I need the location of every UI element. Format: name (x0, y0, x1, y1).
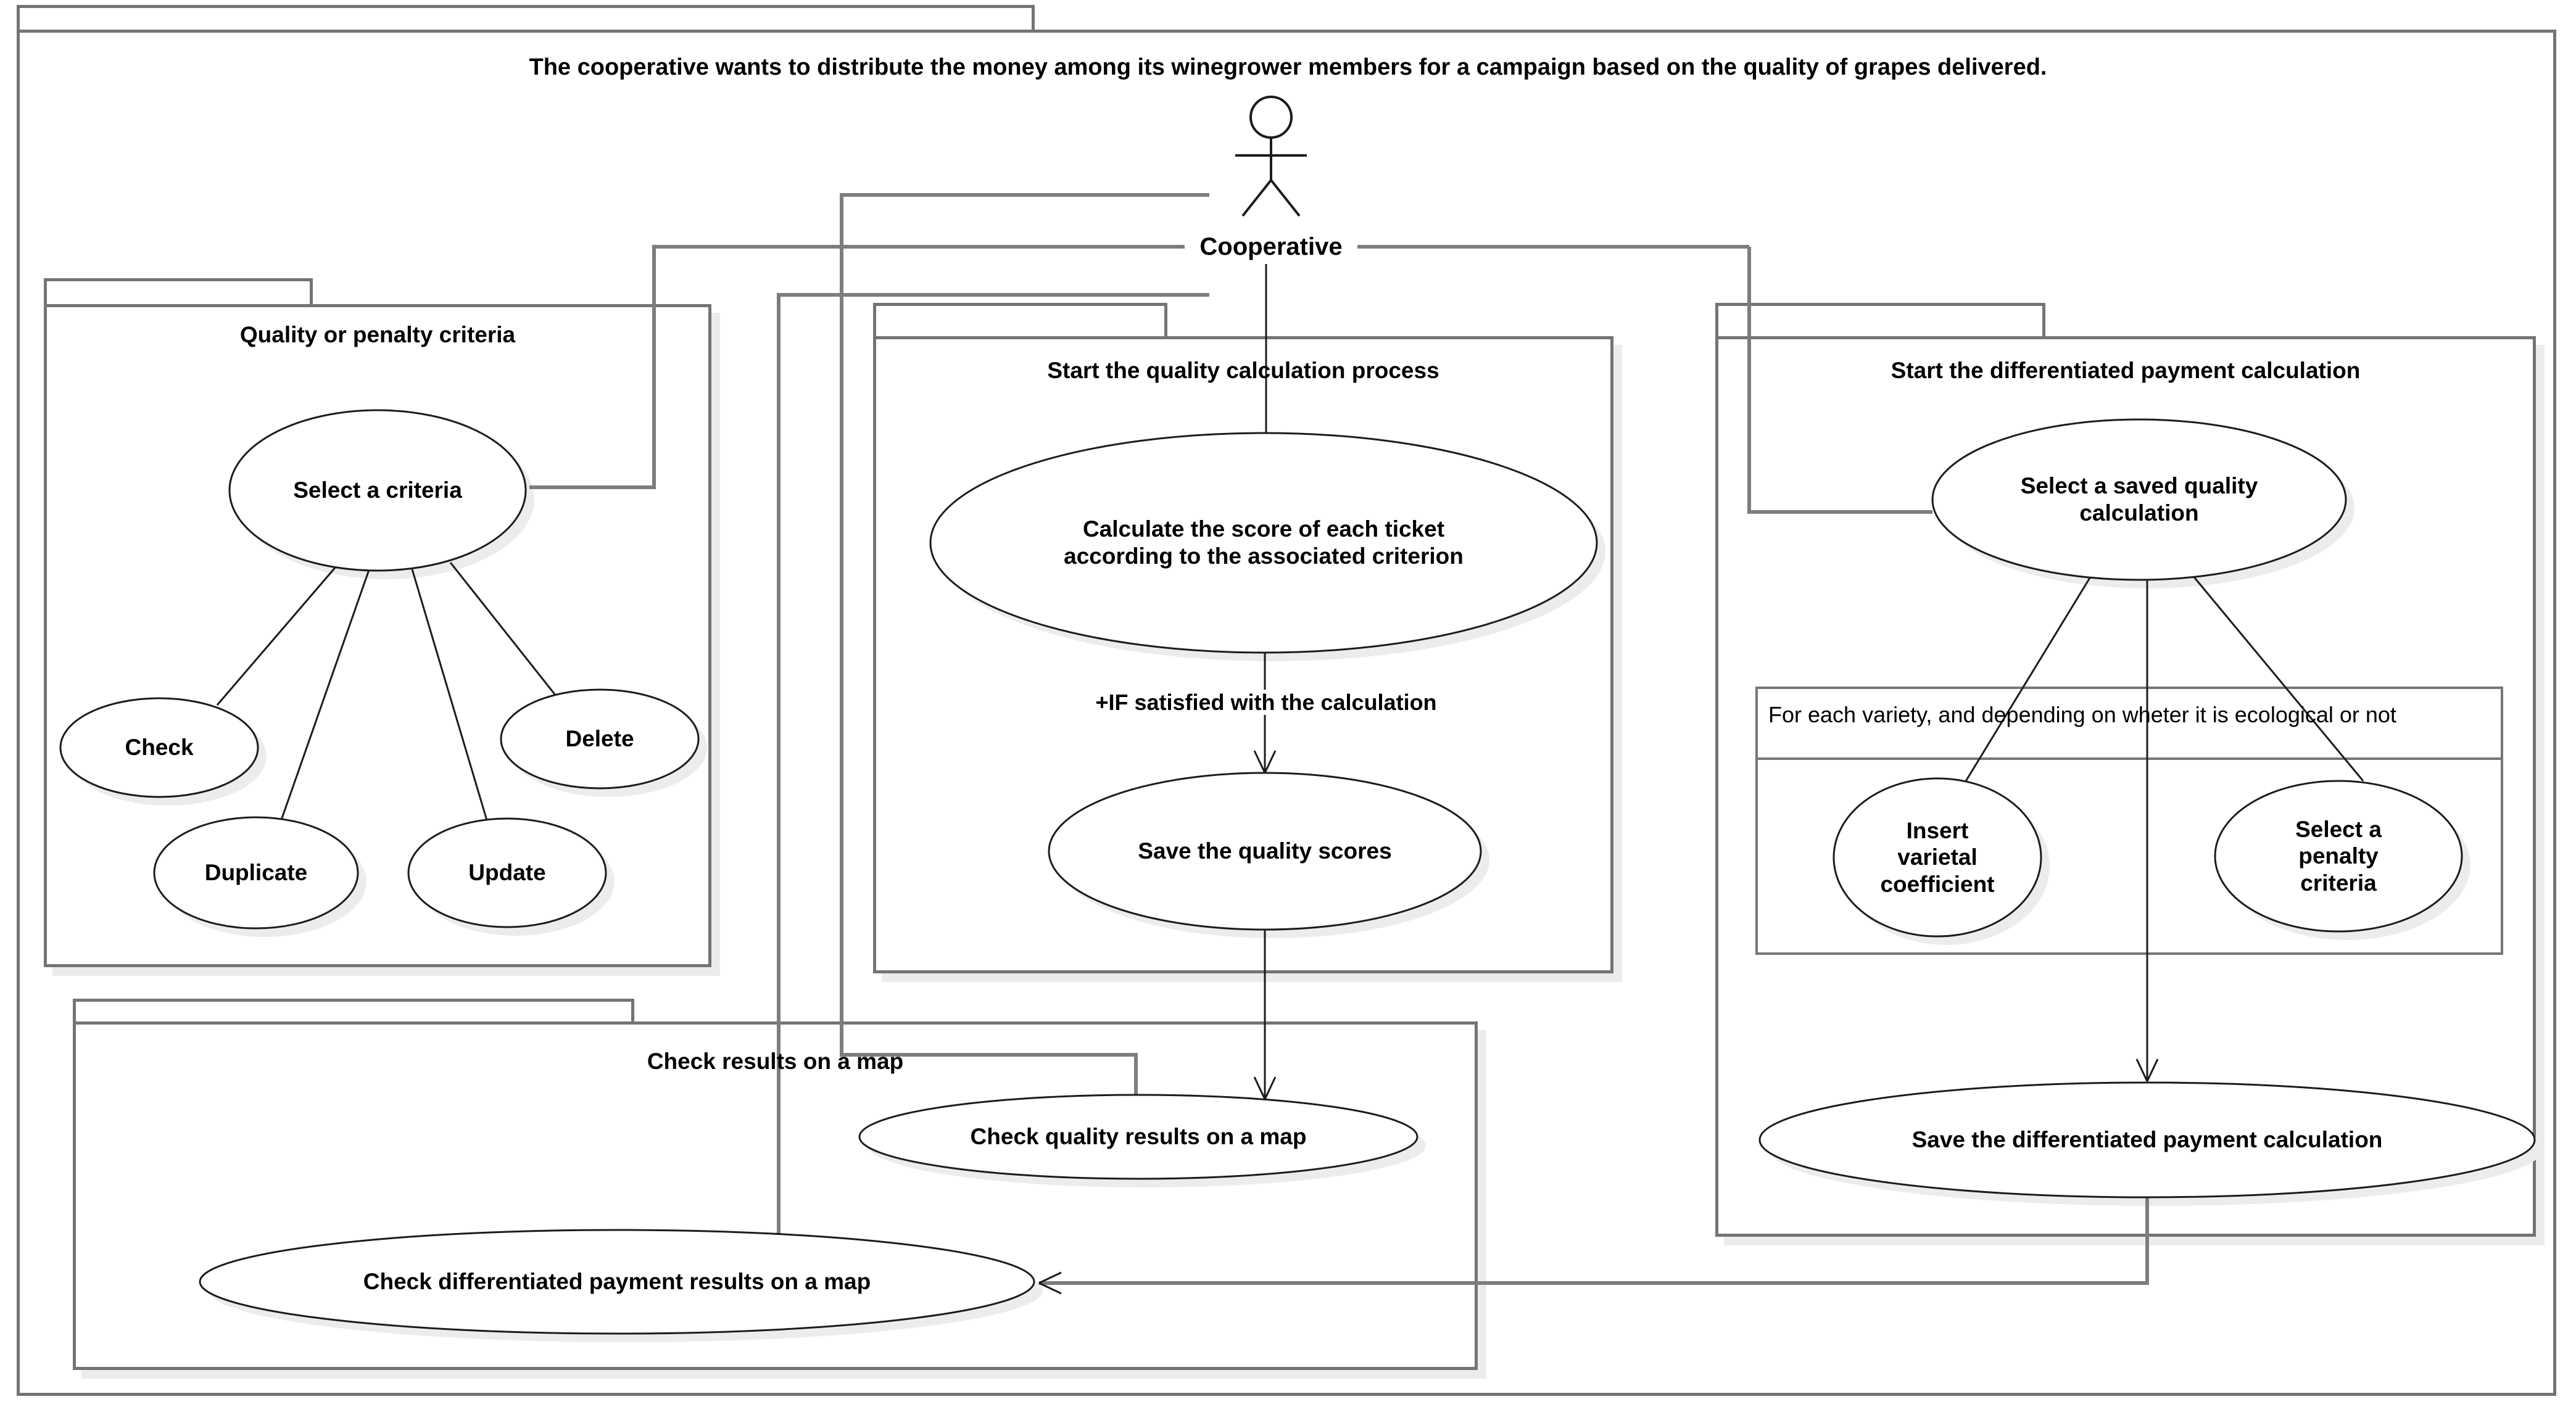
connector-actor-select-saved (1747, 247, 1932, 514)
usecase-calculate-score (929, 432, 1598, 654)
variety-frame-label: For each variety, and depending on whete… (1768, 702, 2396, 727)
usecase-check-label: Check (125, 735, 194, 761)
usecase-ellipses (59, 409, 2536, 1335)
package-payment-tab (1715, 303, 2045, 339)
usecase-duplicate-label: Duplicate (204, 860, 308, 886)
package-map-tab (73, 999, 634, 1024)
usecase-save-quality-scores (1048, 772, 1482, 931)
usecase-update (407, 817, 607, 928)
package-criteria-title: Quality or penalty criteria (239, 322, 516, 347)
variety-frame (1755, 687, 2503, 955)
connector-savediff-payment-map (1039, 1197, 2149, 1285)
arrow-save-to-quality-map (1253, 930, 1277, 1100)
usecase-duplicate (153, 816, 359, 930)
usecase-check-quality-map-label: Check quality results on a map (970, 1124, 1307, 1150)
arrowhead-into-payment-map (1038, 1271, 1062, 1295)
usecase-insert-varietal-label: Insert varietal coefficient (1880, 817, 1995, 897)
line-selectsaved-to-insert (1964, 574, 2093, 783)
usecase-save-differentiated-label: Save the differentiated payment calculat… (1911, 1127, 2383, 1153)
package-map-title: Check results on a map (647, 1049, 904, 1074)
if-satisfied-label: +IF satisfied with the calculation (1081, 690, 1451, 716)
arrow-selectsaved-to-savediff (2135, 580, 2159, 1082)
usecase-save-differentiated (1758, 1081, 2536, 1199)
usecase-check-payment-map-label: Check differentiated payment results on … (363, 1269, 871, 1295)
variety-frame-divider (1758, 757, 2501, 760)
usecase-check-payment-map (199, 1229, 1035, 1335)
actor-icon (1235, 96, 1307, 217)
outer-package-tab (17, 5, 1035, 32)
connector-actor-payment-map (777, 293, 1209, 1234)
usecase-delete-label: Delete (565, 726, 634, 752)
line-select-to-delete (449, 562, 560, 699)
package-quality-tab (873, 303, 1167, 339)
line-select-to-duplicate (280, 569, 370, 822)
usecase-save-quality-label: Save the quality scores (1138, 838, 1392, 864)
usecase-select-saved-label: Select a saved quality calculation (2020, 473, 2258, 526)
arrow-lines (216, 264, 2364, 1295)
connector-actor-quality-map (840, 193, 1209, 1095)
usecase-update-label: Update (468, 860, 546, 886)
usecase-select-criteria (228, 409, 527, 572)
package-payment-title: Start the differentiated payment calcula… (1891, 358, 2361, 383)
usecase-select-saved-calculation (1931, 418, 2347, 581)
usecase-check-quality-map (858, 1094, 1418, 1180)
usecase-delete (500, 688, 700, 790)
line-selectsaved-to-penalty (2191, 574, 2364, 782)
actor-label: Cooperative (1185, 233, 1357, 261)
package-criteria-tab (44, 278, 313, 307)
usecase-select-penalty-label: Select a penalty criteria (2295, 816, 2382, 896)
line-select-to-update (411, 569, 489, 823)
if-satisfied-text: +IF satisfied with the calculation (1089, 690, 1443, 715)
usecase-check (59, 697, 259, 798)
usecase-select-penalty (2214, 780, 2463, 933)
usecase-insert-varietal (1833, 777, 2042, 938)
page-title: The cooperative wants to distribute the … (529, 54, 2047, 80)
usecase-select-criteria-label: Select a criteria (293, 477, 462, 503)
usecase-calculate-score-label: Calculate the score of each ticket accor… (1064, 516, 1464, 569)
line-select-to-check (216, 566, 338, 706)
package-quality-title: Start the quality calculation process (1047, 358, 1439, 383)
